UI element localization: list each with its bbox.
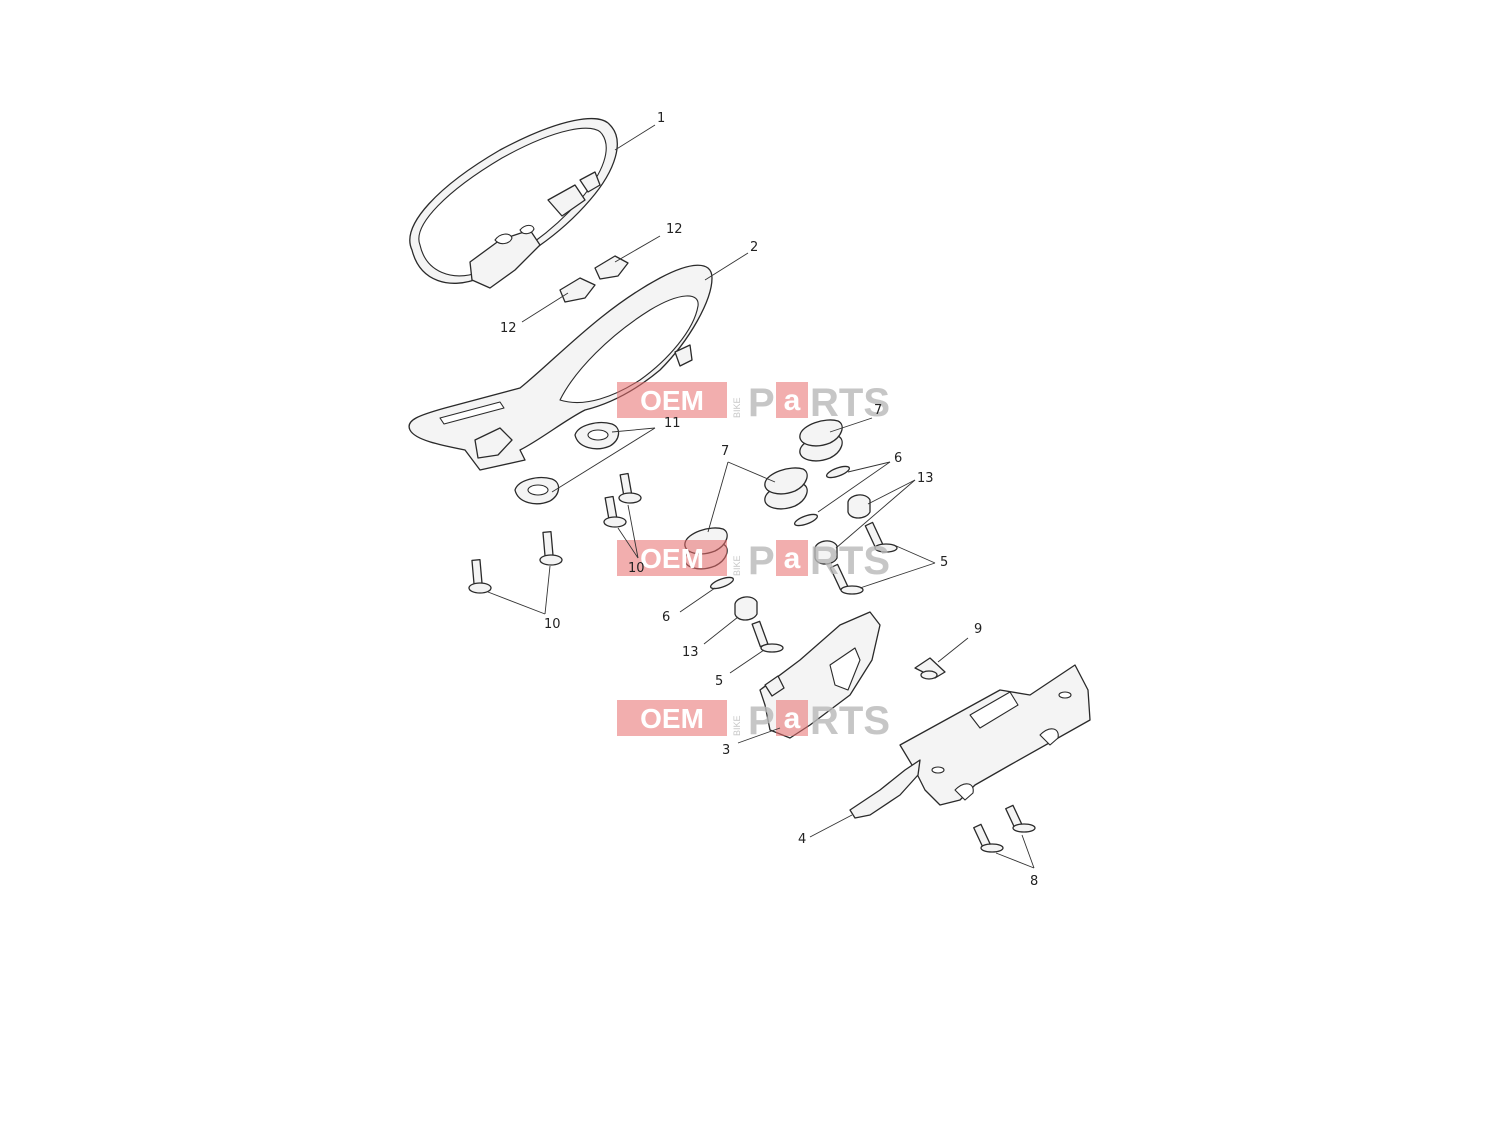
part-5-bolts bbox=[751, 521, 898, 653]
svg-text:a: a bbox=[784, 702, 801, 735]
callout-11: 11 bbox=[664, 416, 681, 431]
callout-7-right: 7 bbox=[874, 403, 882, 418]
part-10-screws bbox=[468, 472, 642, 594]
callout-5-right: 5 bbox=[940, 555, 948, 570]
leader-lines bbox=[487, 124, 1035, 869]
callout-10-middle: 10 bbox=[628, 561, 645, 576]
svg-text:a: a bbox=[784, 542, 801, 575]
callout-3: 3 bbox=[722, 743, 730, 758]
watermark-1: OEM BIKE P a RTS bbox=[617, 381, 890, 425]
callout-13-right: 13 bbox=[917, 471, 934, 486]
part-4-bracket-plate bbox=[849, 664, 1091, 819]
svg-text:BIKE: BIKE bbox=[732, 397, 742, 418]
part-2-mounting-bracket bbox=[408, 264, 713, 471]
part-13-spacers bbox=[734, 494, 871, 621]
callout-2: 2 bbox=[750, 240, 758, 255]
callout-7-left: 7 bbox=[721, 444, 729, 459]
callout-4: 4 bbox=[798, 832, 806, 847]
callout-1: 1 bbox=[657, 111, 665, 126]
part-9-clip bbox=[914, 657, 946, 680]
callout-12-bottom: 12 bbox=[500, 321, 517, 336]
callout-6-right: 6 bbox=[894, 451, 902, 466]
svg-text:RTS: RTS bbox=[810, 699, 890, 743]
svg-text:OEM: OEM bbox=[640, 543, 704, 574]
svg-text:P: P bbox=[748, 699, 775, 743]
part-6-washers bbox=[709, 465, 851, 590]
part-12-grommets bbox=[559, 255, 629, 303]
part-11-rubber-mounts bbox=[514, 421, 620, 505]
svg-text:BIKE: BIKE bbox=[732, 715, 742, 736]
svg-text:BIKE: BIKE bbox=[732, 555, 742, 576]
watermark-3: OEM BIKE P a RTS bbox=[617, 699, 890, 743]
part-1-instrument-unit bbox=[409, 117, 618, 289]
svg-text:OEM: OEM bbox=[640, 703, 704, 734]
svg-text:a: a bbox=[784, 384, 801, 417]
svg-text:P: P bbox=[748, 381, 775, 425]
watermark-2: OEM BIKE P a RTS bbox=[617, 539, 890, 583]
part-8-screws bbox=[973, 804, 1036, 853]
callout-12-top: 12 bbox=[666, 222, 683, 237]
callout-labels: 1 2 12 12 11 7 7 6 13 5 10 10 6 13 5 3 9… bbox=[500, 111, 1038, 889]
callout-5-left: 5 bbox=[715, 674, 723, 689]
svg-text:OEM: OEM bbox=[640, 385, 704, 416]
svg-text:P: P bbox=[748, 539, 775, 583]
callout-13-left: 13 bbox=[682, 645, 699, 660]
svg-text:RTS: RTS bbox=[810, 381, 890, 425]
callout-6-left: 6 bbox=[662, 610, 670, 625]
callout-9: 9 bbox=[974, 622, 982, 637]
callout-8: 8 bbox=[1030, 874, 1038, 889]
svg-text:RTS: RTS bbox=[810, 539, 890, 583]
callout-10-left: 10 bbox=[544, 617, 561, 632]
